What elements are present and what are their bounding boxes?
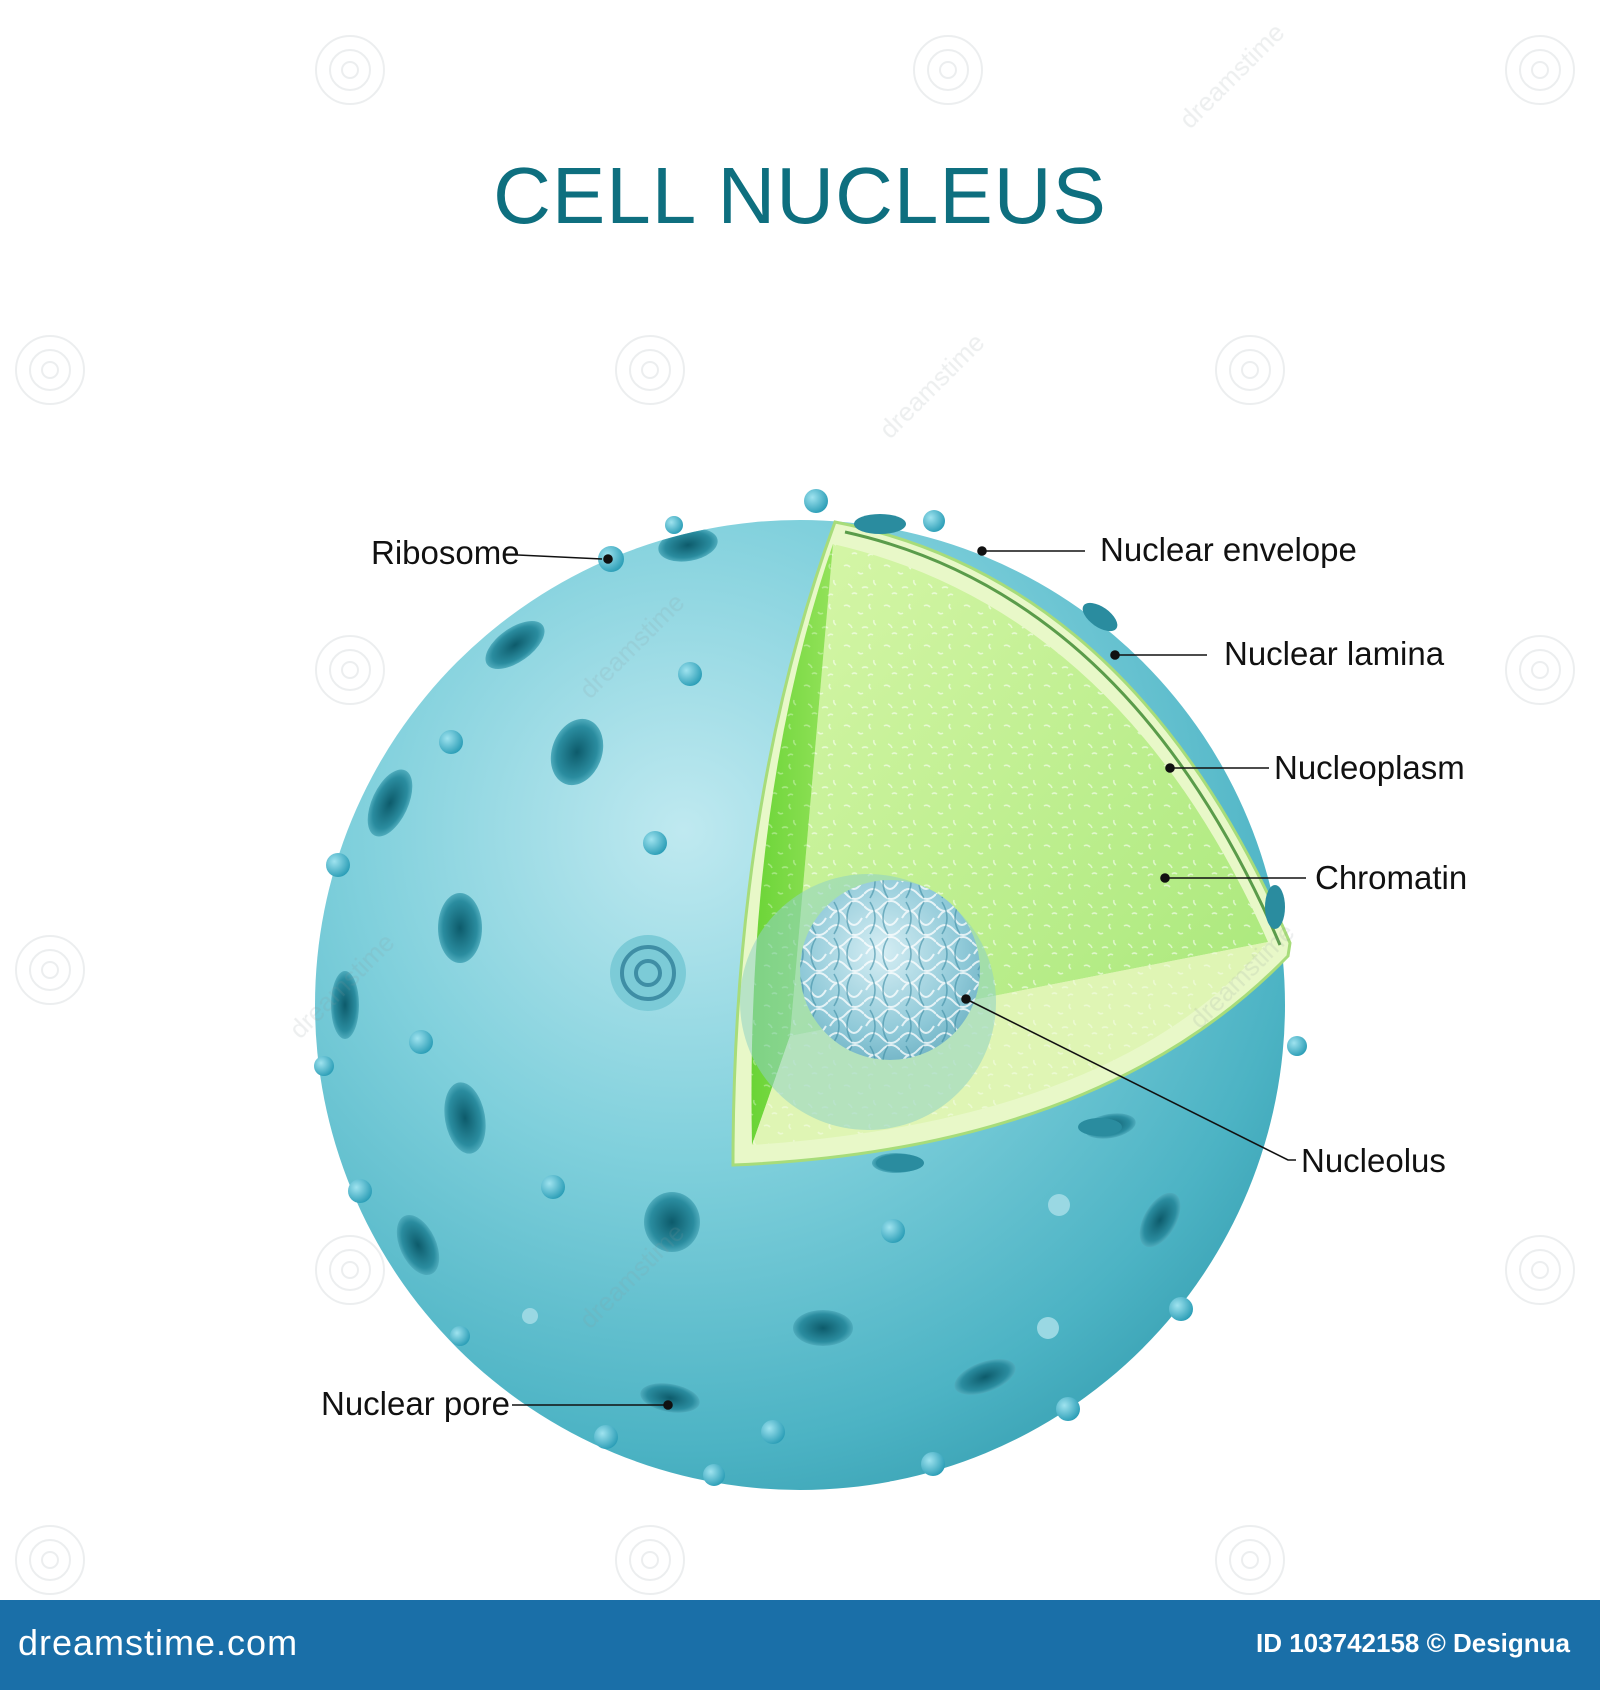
label-chromatin: Chromatin [1315, 859, 1468, 896]
leader-lines [512, 546, 1306, 1410]
label-ribosome: Ribosome [371, 534, 520, 571]
label-nuclear-pore: Nuclear pore [321, 1385, 510, 1422]
footer-brand[interactable]: dreamstime.com [18, 1622, 299, 1663]
label-nucleolus: Nucleolus [1301, 1142, 1446, 1179]
svg-text:dreamstime: dreamstime [873, 327, 990, 444]
svg-text:dreamstime: dreamstime [1173, 17, 1290, 134]
page-title: CELL NUCLEUS [493, 151, 1107, 240]
nuclear-pores [331, 528, 1181, 1413]
ribosomes [314, 489, 1307, 1486]
label-nuclear-lamina: Nuclear lamina [1224, 635, 1445, 672]
footer-credit: ID 103742158 © Designua [1256, 1628, 1570, 1658]
nucleolus-body [740, 874, 996, 1130]
label-nuclear-envelope: Nuclear envelope [1100, 531, 1357, 568]
label-nucleoplasm: Nucleoplasm [1274, 749, 1465, 786]
footer-bar: dreamstime.com ID 103742158 © Designua [0, 1600, 1600, 1690]
